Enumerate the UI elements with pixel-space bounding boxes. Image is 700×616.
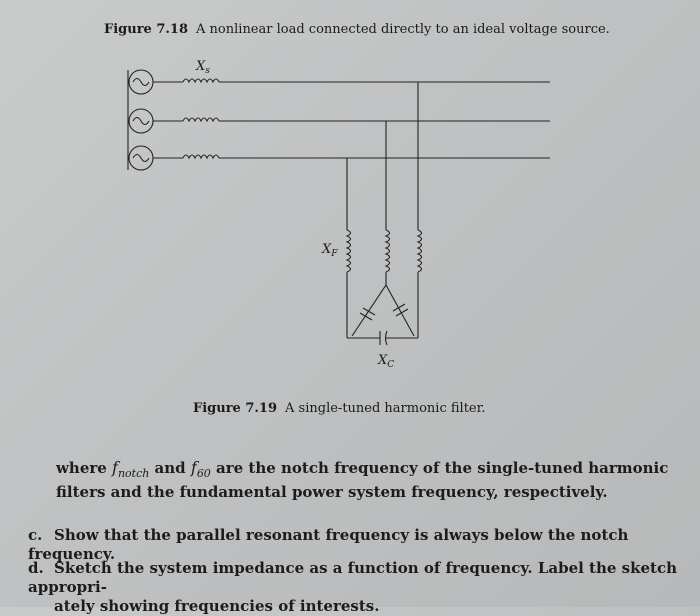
source-inductor — [182, 78, 220, 84]
capacitor-plate — [392, 303, 406, 312]
figure-caption-text: A nonlinear load connected directly to a… — [196, 22, 610, 37]
question-item-c: c.Show that the parallel resonant freque… — [28, 526, 629, 563]
figure-number: Figure 7.19 — [193, 401, 278, 416]
paragraph-where: where fnotch and f60 are the notch frequ… — [56, 458, 669, 502]
figure-number: Figure 7.18 — [104, 22, 189, 37]
source-reactance-label: Xs — [195, 59, 210, 76]
f-60-symbol: f60 — [190, 458, 211, 481]
capacitor-plate — [384, 330, 388, 346]
capacitor-plate — [359, 312, 373, 321]
question-item-d: d.Sketch the system impedance as a funct… — [28, 559, 677, 615]
capacitor-plate — [362, 307, 376, 316]
figure-7-19-caption: Figure 7.19 A single-tuned harmonic filte… — [193, 401, 486, 416]
source-inductor — [182, 154, 220, 160]
filter-inductor — [384, 229, 391, 273]
capacitor-plate — [395, 308, 409, 317]
source-inductor — [182, 117, 220, 123]
filter-inductor — [416, 229, 423, 273]
figure-caption-text: A single-tuned harmonic filter. — [285, 401, 486, 416]
filter-reactance-label: XF — [321, 242, 338, 259]
figure-7-18-caption: Figure 7.18 A nonlinear load connected di… — [104, 22, 610, 37]
f-notch-symbol: fnotch — [112, 458, 150, 481]
capacitor-reactance-label: XC — [377, 353, 394, 370]
filter-inductor — [345, 229, 352, 273]
